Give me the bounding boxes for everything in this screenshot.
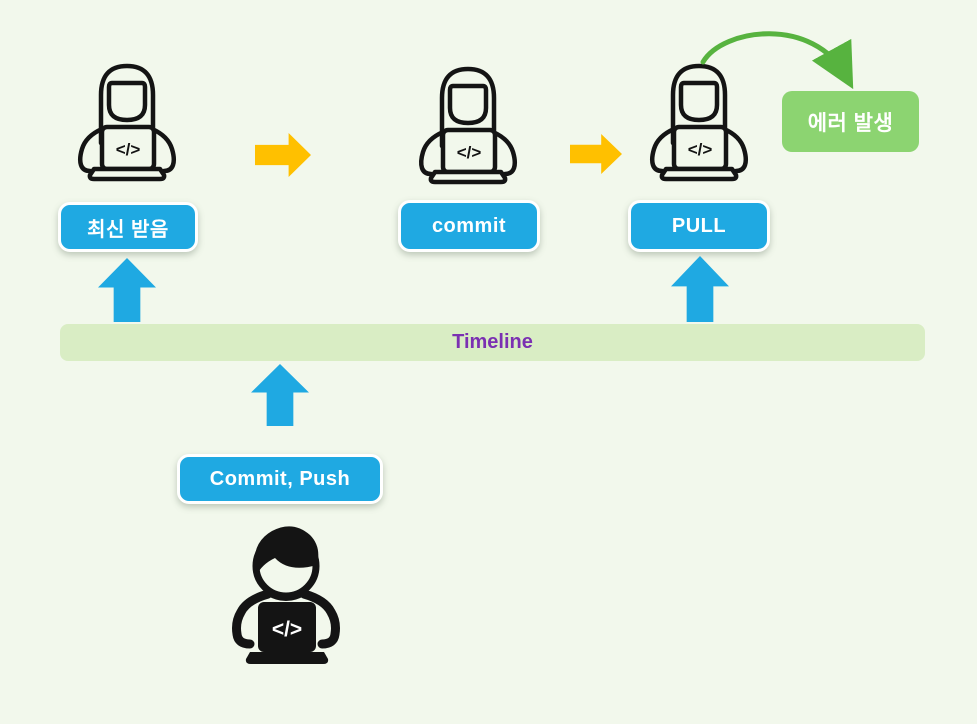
up-block-arrow-icon	[98, 258, 156, 322]
timeline-bar: Timeline	[60, 324, 925, 361]
step-button-pull: PULL	[628, 200, 770, 252]
right-block-arrow-icon	[570, 134, 622, 174]
error-badge: 에러 발생	[782, 91, 919, 152]
up-block-arrow-icon	[671, 256, 729, 322]
laptop-code-glyph: </>	[688, 140, 713, 159]
male-developer-laptop-icon: </>	[225, 514, 345, 674]
step-button-label: commit	[431, 214, 507, 237]
up-block-arrow-icon	[251, 364, 309, 426]
laptop-code-glyph: </>	[272, 618, 302, 641]
female-developer-laptop-icon: </>	[413, 56, 523, 188]
step-button-latest-pull: 최신 받음	[58, 202, 198, 252]
right-block-arrow-icon	[255, 133, 311, 177]
curved-green-arrow-icon	[695, 24, 865, 90]
laptop-code-glyph: </>	[116, 140, 141, 159]
timeline-label: Timeline	[452, 331, 533, 353]
error-badge-label: 에러 발생	[807, 111, 894, 135]
laptop-code-glyph: </>	[457, 143, 482, 162]
step-button-commit: commit	[398, 200, 540, 252]
action-button-label: Commit, Push	[209, 467, 351, 490]
step-button-label: 최신 받음	[87, 218, 169, 241]
step-button-label: PULL	[671, 214, 727, 237]
action-button-commit-push: Commit, Push	[177, 454, 383, 504]
female-developer-laptop-icon: </>	[72, 53, 182, 185]
female-developer-laptop-icon: </>	[644, 53, 754, 185]
